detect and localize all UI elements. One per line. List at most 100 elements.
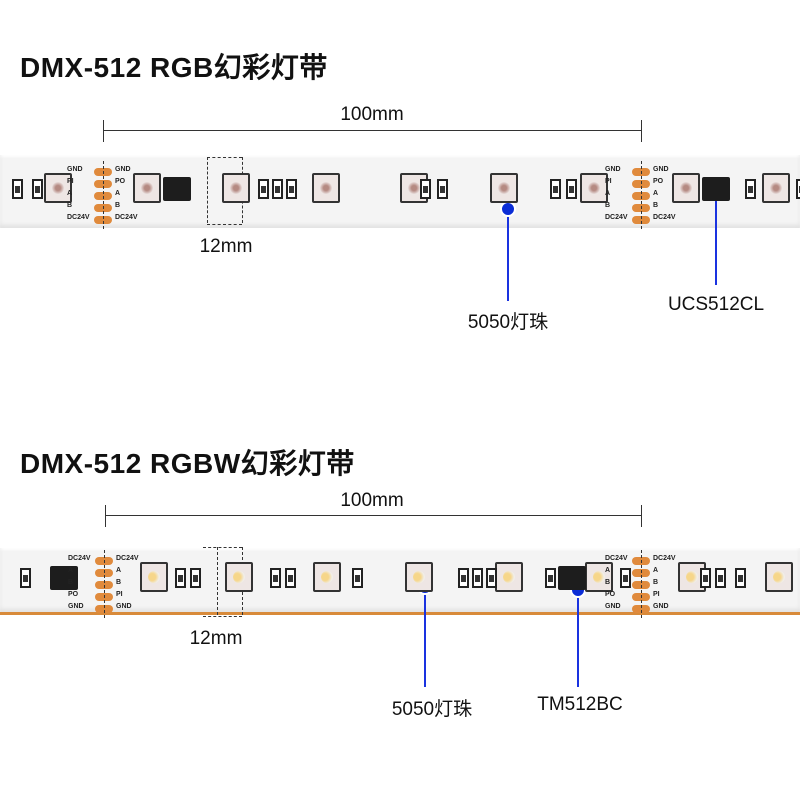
resistor [352, 568, 363, 588]
pad-label: B [68, 579, 74, 586]
led-chip [495, 562, 523, 592]
pad-label: PO [653, 178, 664, 185]
pad-label: B [605, 202, 611, 209]
pitch-label: 12mm [199, 236, 253, 257]
resistor [545, 568, 556, 588]
resistor [550, 179, 561, 199]
pad-label: GND [605, 603, 621, 610]
dimension-tick-right [641, 505, 642, 527]
pad-label: GND [67, 166, 83, 173]
led-chip [580, 173, 608, 203]
length-label: 100mm [340, 490, 404, 511]
pad-label: GND [653, 166, 669, 173]
callout-ic-label: UCS512CL [667, 294, 765, 315]
callout-line [715, 193, 717, 285]
callout-led-label: 5050灯珠 [467, 312, 549, 333]
cut-line [104, 550, 106, 618]
pad-label: GND [116, 603, 132, 610]
pitch-box [207, 157, 242, 225]
pad-label: DC24V [68, 555, 91, 562]
resistor [458, 568, 469, 588]
driver-ic [702, 177, 730, 201]
pad-label: A [67, 190, 73, 197]
callout-line [507, 209, 509, 301]
resistor [20, 568, 31, 588]
pad-label: DC24V [653, 555, 676, 562]
pad-label: DC24V [605, 555, 628, 562]
pad-label: PI [67, 178, 74, 185]
resistor [270, 568, 281, 588]
resistor [420, 179, 431, 199]
pad-label: PO [115, 178, 126, 185]
pad-label: DC24V [653, 214, 676, 221]
section-title-rgbw: DMX-512 RGBW幻彩灯带 [20, 448, 355, 479]
pitch-guide [217, 547, 219, 615]
resistor [486, 568, 497, 588]
pad-label: A [605, 190, 611, 197]
resistor [620, 568, 631, 588]
led-chip [225, 562, 253, 592]
resistor [796, 179, 800, 199]
callout-line [577, 590, 579, 687]
pad-label: A [68, 567, 74, 574]
resistor [566, 179, 577, 199]
resistor [190, 568, 201, 588]
resistor [745, 179, 756, 199]
pad-label: PO [68, 591, 79, 598]
dimension-line [105, 515, 641, 516]
pad-label: A [605, 567, 611, 574]
callout-ic-label: TM512BC [537, 694, 623, 715]
resistor [285, 568, 296, 588]
resistor [700, 568, 711, 588]
resistor [32, 179, 43, 199]
led-chip [44, 173, 72, 203]
pad-label: A [116, 567, 122, 574]
pad-label: B [67, 202, 73, 209]
dimension-tick-right [641, 120, 642, 142]
pad-label: DC24V [67, 214, 90, 221]
callout-led-label: 5050灯珠 [391, 699, 473, 720]
resistor [286, 179, 297, 199]
pad-label: GND [115, 166, 131, 173]
pad-label: DC24V [115, 214, 138, 221]
pad-label: PI [653, 591, 660, 598]
led-chip [133, 173, 161, 203]
driver-ic [163, 177, 191, 201]
resistor [12, 179, 23, 199]
resistor [735, 568, 746, 588]
resistor [715, 568, 726, 588]
pitch-guide [207, 157, 209, 223]
led-chip [490, 173, 518, 203]
pad-label: DC24V [605, 214, 628, 221]
pad-label: A [653, 567, 659, 574]
pad-label: GND [68, 603, 84, 610]
led-chip [140, 562, 168, 592]
resistor [437, 179, 448, 199]
pad-label: A [653, 190, 659, 197]
section-title-rgb: DMX-512 RGB幻彩灯带 [20, 52, 328, 83]
dimension-line [103, 130, 641, 131]
pad-label: B [653, 202, 659, 209]
resistor [472, 568, 483, 588]
pad-label: PO [605, 591, 616, 598]
led-strip-rgbw [0, 548, 800, 615]
pad-label: PI [116, 591, 123, 598]
driver-ic [50, 566, 78, 590]
resistor [258, 179, 269, 199]
led-chip [312, 173, 340, 203]
cut-line [641, 161, 643, 229]
pad-label: DC24V [116, 555, 139, 562]
pad-label: GND [605, 166, 621, 173]
pad-label: GND [653, 603, 669, 610]
pad-label: B [116, 579, 122, 586]
pitch-box [203, 547, 242, 617]
pad-label: A [115, 190, 121, 197]
driver-ic [558, 566, 586, 590]
pad-label: B [115, 202, 121, 209]
resistor [272, 179, 283, 199]
cut-line [103, 161, 105, 229]
dimension-tick-left [105, 505, 106, 527]
cut-line [641, 550, 643, 618]
pitch-label: 12mm [189, 628, 243, 649]
led-chip [672, 173, 700, 203]
